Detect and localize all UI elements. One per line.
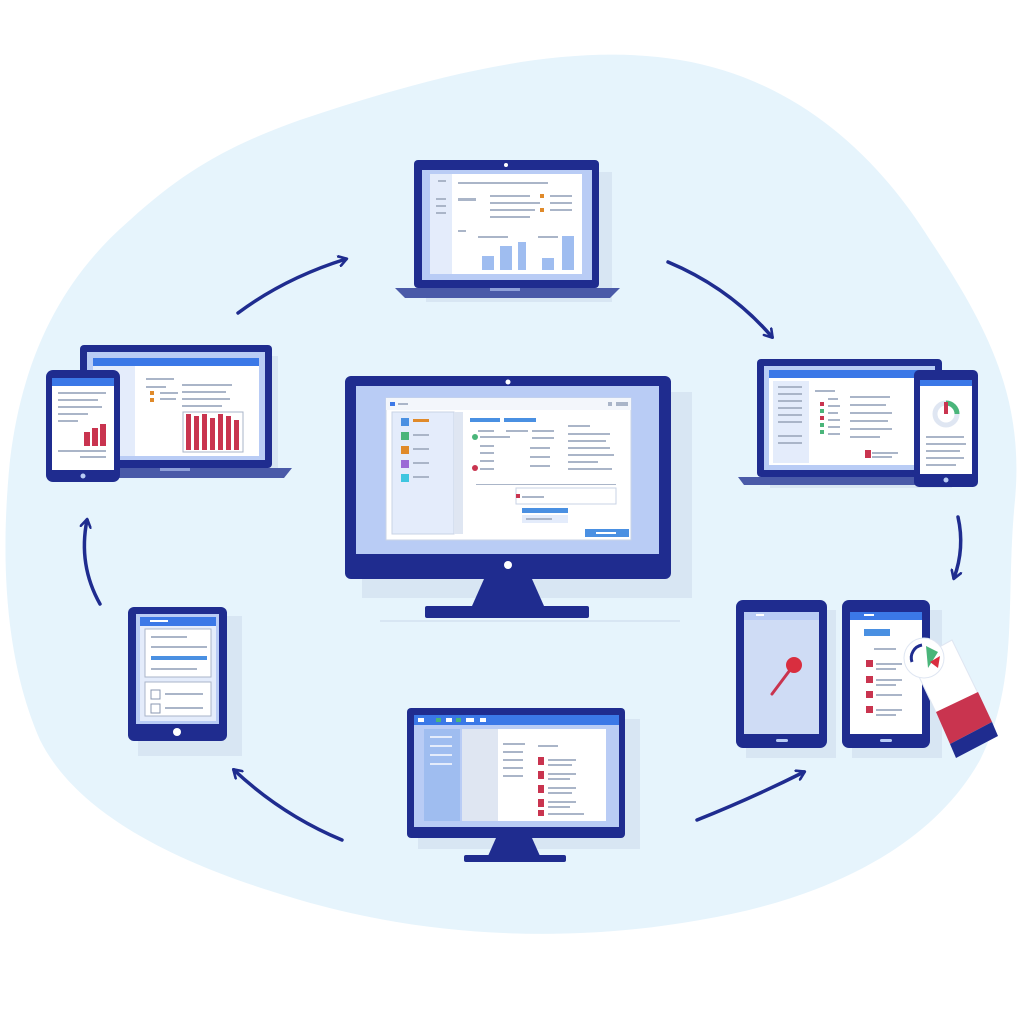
cycle-arrow-icon <box>236 259 346 315</box>
cycle-arrow-icon <box>666 260 772 337</box>
bar-chart-icon <box>186 414 239 450</box>
hand-holding-phone-icon <box>903 637 998 758</box>
bar-chart-icon <box>482 236 574 270</box>
donut-chart-icon <box>932 400 960 428</box>
laptop-top <box>395 160 620 302</box>
desktop-monitor-center <box>345 376 692 622</box>
laptop-tablet-right <box>738 359 978 488</box>
map-pin-icon <box>770 657 802 696</box>
desktop-monitor-bottom <box>407 708 640 862</box>
cycle-arrow-icon <box>954 515 963 578</box>
checkbox-icon <box>866 660 873 713</box>
checkbox-icon <box>150 689 161 714</box>
tablet-left <box>128 607 242 756</box>
cycle-arrows <box>84 259 963 842</box>
cycle-arrow-icon <box>84 520 102 606</box>
cycle-arrow-icon <box>695 772 804 822</box>
cycle-arrow-icon <box>234 770 344 842</box>
phones-right <box>736 600 998 758</box>
laptop-tablet-left <box>46 345 292 482</box>
